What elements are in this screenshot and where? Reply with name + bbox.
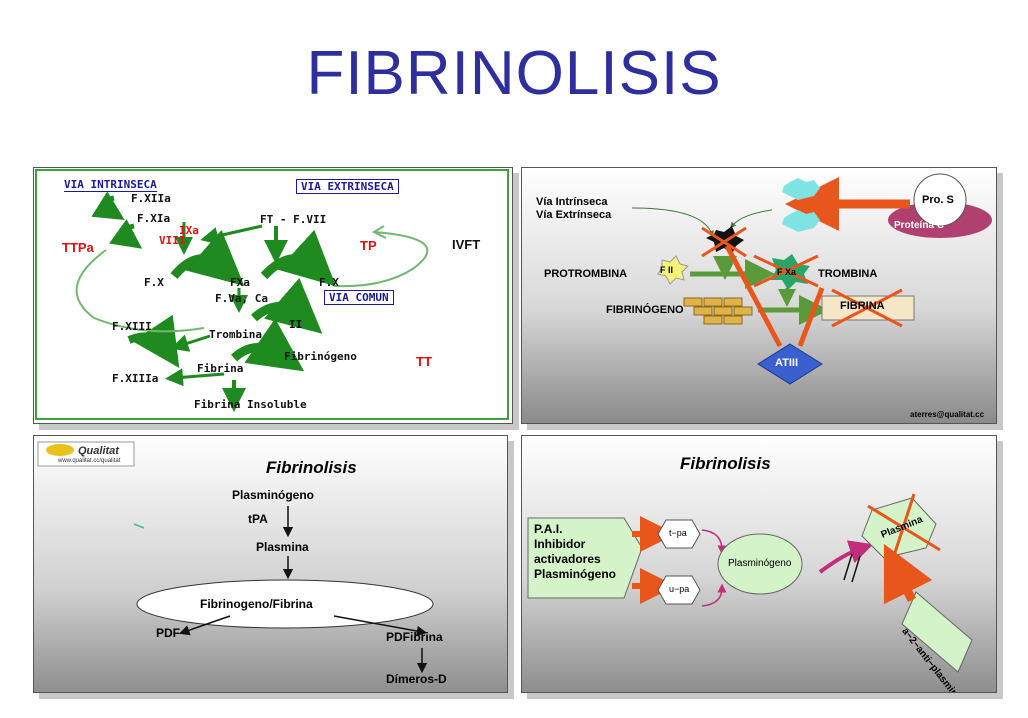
- fxiia-label: F.XIIa: [131, 192, 171, 205]
- atiii-diamond: [757, 343, 823, 385]
- via-comun-label: VIA COMUN: [324, 290, 394, 305]
- regulation-diagram: [527, 493, 973, 673]
- via-extrinseca-label: Vía Extrínseca: [536, 209, 612, 221]
- curved-arrow-icon: [230, 318, 305, 372]
- plasminogeno-label: Plasminógeno: [232, 488, 315, 502]
- pro-s-circle: [913, 173, 967, 227]
- ixa-label: IXa: [179, 224, 199, 237]
- fibrinogen-blocks: [683, 297, 753, 325]
- fibrinogeno-label: Fibrinógeno: [284, 350, 357, 363]
- via-intrinseca-label: VIA INTRINSECA: [64, 178, 157, 192]
- curved-arrow-icon: [91, 191, 125, 220]
- curved-arrow-icon: [127, 314, 180, 368]
- proteina-c-label: Proteína C: [894, 220, 945, 231]
- pai-label-2: Inhibidor: [534, 537, 586, 551]
- tpa-hexagon: [657, 519, 701, 549]
- pro-s-label: Pro. S: [922, 194, 954, 206]
- fx-left-label: F.X: [144, 276, 164, 289]
- fii-star-icon: [657, 255, 689, 285]
- fxiii-label: F.XIII: [112, 320, 152, 333]
- pai-label-4: Plasminógeno: [534, 567, 617, 581]
- pai-label-3: activadores: [534, 552, 601, 566]
- logo-swoosh-icon: [46, 444, 74, 456]
- panel-border: [35, 169, 509, 420]
- ivft-label: IVFT: [452, 237, 481, 252]
- arrow-icon: [165, 368, 225, 387]
- plasminogeno-ellipse: [717, 533, 803, 595]
- fibrinolysis-arrows: [37, 441, 434, 674]
- fibrinolysis-flow-panel: Qualitat www.qualitat.cc/qualitat Fibrin…: [33, 435, 508, 693]
- upa-hexagon: [657, 575, 701, 605]
- ft-fvii-label: FT - F.VII: [260, 213, 327, 226]
- tpa-label: tPA: [248, 512, 268, 526]
- block-mark: [843, 553, 853, 581]
- fibrinolysis-regulation-panel: Fibrinolisis P.A.I. Inhibidor activadore…: [521, 435, 997, 693]
- trombina-label: Trombina: [209, 328, 262, 341]
- cascade-arrows: [35, 169, 509, 420]
- arrow-icon: [170, 334, 211, 352]
- plasminogeno-label: Plasminógeno: [728, 558, 792, 569]
- pai-box: [527, 517, 643, 599]
- plasmina-label: Plasmina: [256, 540, 309, 554]
- activation-arrow: [818, 540, 874, 574]
- author-email: aterres@qualitat.cc: [910, 410, 985, 419]
- fva-ca-label: F.Va, Ca: [215, 292, 268, 305]
- ii-label: II: [289, 318, 303, 331]
- regulation-shapes: [631, 173, 992, 385]
- fibrina-insoluble-label: Fibrina Insoluble: [194, 398, 307, 411]
- fibrinogeno-label: FIBRINÓGENO: [606, 304, 684, 316]
- page-title: FIBRINOLISIS: [306, 39, 722, 108]
- via-extrinseca-label: VIA EXTRINSECA: [296, 179, 399, 194]
- curved-arrow-icon: [260, 229, 336, 287]
- regulation-panel: Vía Intrínseca Vía Extrínseca Pro. S Pro…: [521, 167, 997, 424]
- qualitat-logo: Qualitat: [78, 445, 119, 457]
- teal-star-icon: [782, 178, 820, 200]
- pathway-arrow: [631, 207, 714, 237]
- fii-label: F II: [660, 265, 673, 275]
- qualitat-url: www.qualitat.cc/qualitat: [58, 458, 121, 464]
- fxiiia-label: F.XIIIa: [112, 372, 159, 385]
- viii-label: VIII: [159, 234, 186, 247]
- curved-arrow-icon: [109, 219, 143, 249]
- feedback-loop-arrow: [75, 249, 205, 333]
- fibrina-label: FIBRINA: [840, 300, 885, 312]
- atiii-label: ATIII: [775, 357, 799, 369]
- coagulation-cascade-panel: VIA INTRINSECA VIA EXTRINSECA F.XIIa F.X…: [33, 167, 513, 424]
- via-intrinseca-label: Vía Intrínseca: [536, 196, 608, 208]
- panel3-heading: Fibrinolisis: [266, 458, 357, 477]
- pdfibrina-label: PDFibrina: [386, 630, 443, 644]
- fibrina-label: Fibrina: [197, 362, 244, 375]
- pdf-label: PDF: [156, 626, 180, 640]
- panel4-heading: Fibrinolisis: [680, 454, 771, 473]
- fx-right-label: F.X: [319, 276, 339, 289]
- fibrinogeno-fibrina-ellipse: [136, 579, 434, 629]
- inhibition-line: [724, 244, 783, 348]
- inhibition-line: [797, 287, 825, 347]
- orange-arrow-icon: [883, 543, 933, 605]
- teal-star-icon: [782, 210, 820, 232]
- tp-label: TP: [360, 238, 377, 253]
- trombina-label: TROMBINA: [818, 268, 878, 280]
- pathway-arrow: [730, 209, 773, 229]
- pai-label-1: P.A.I.: [534, 522, 563, 536]
- fxa-label: F Xa: [777, 267, 797, 277]
- arrow-icon: [200, 224, 263, 245]
- fibrinogeno-fibrina-label: Fibrinogeno/Fibrina: [200, 597, 313, 611]
- ttpa-label: TTPa: [62, 240, 94, 255]
- fxia-label: F.XIa: [137, 212, 171, 225]
- antiplasmina-box: [901, 591, 973, 673]
- dimeros-d-label: Dímeros-D: [386, 672, 447, 686]
- curved-arrow-icon: [251, 277, 323, 334]
- fxa-label: FXa: [230, 276, 250, 289]
- upa-label: u−pa: [669, 584, 690, 594]
- tt-label: TT: [416, 354, 432, 369]
- curved-arrow-icon: [170, 229, 245, 286]
- protrombina-label: PROTROMBINA: [544, 268, 628, 280]
- tpa-label: t−pa: [669, 528, 687, 538]
- feedback-loop-arrow: [333, 231, 429, 288]
